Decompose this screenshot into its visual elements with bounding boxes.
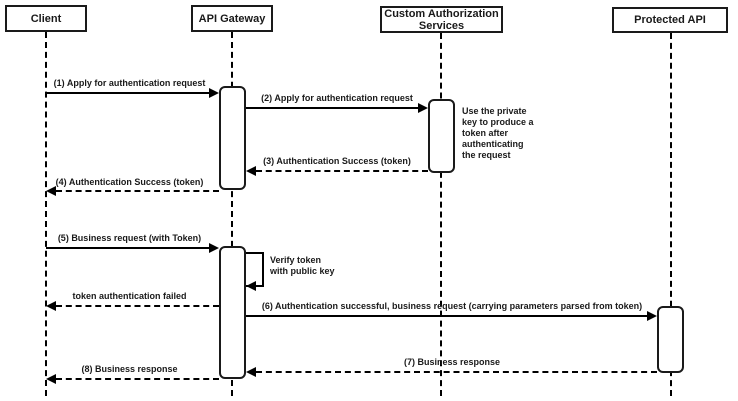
arrowhead-left-icon [46,374,56,384]
lifeline-api-gateway [231,32,233,396]
activation-api-gateway-auth [219,86,246,190]
message-line-4 [56,190,219,192]
activation-api-gateway-business [219,246,246,379]
message-line-6 [246,315,647,317]
lifeline-client [45,32,47,396]
arrowhead-left-icon [246,367,256,377]
message-label-1: (1) Apply for authentication request [53,78,206,88]
lifeline-protected-api [670,33,672,396]
actor-box-client: Client [5,5,87,32]
message-label-5: (5) Business request (with Token) [57,233,202,243]
arrowhead-left-icon [46,186,56,196]
message-label-token-failed: token authentication failed [72,291,187,301]
arrowhead-right-icon [209,88,219,98]
message-label-2: (2) Apply for authentication request [261,93,413,103]
actor-label-protected-api: Protected API [634,14,706,26]
arrowhead-right-icon [209,243,219,253]
actor-box-custom-authorization-services: Custom Authorization Services [380,6,503,33]
arrowhead-left-icon [246,281,256,291]
actor-box-api-gateway: API Gateway [191,5,273,32]
note-private-key: Use the private key to produce a token a… [462,106,534,160]
message-label-7: (7) Business response [403,357,501,367]
self-message-label: Verify token with public key [270,255,335,276]
message-label-6: (6) Authentication successful, business … [261,301,643,311]
actor-label-client: Client [30,12,62,25]
arrowhead-left-icon [246,166,256,176]
arrowhead-right-icon [647,311,657,321]
actor-label-custom-authorization-services: Custom Authorization Services [384,7,499,32]
activation-custom-authorization-services [428,99,455,173]
activation-protected-api [657,306,684,373]
actor-label-api-gateway: API Gateway [198,12,266,25]
message-line-5 [46,247,209,249]
message-label-3: (3) Authentication Success (token) [263,156,411,166]
actor-box-protected-api: Protected API [612,7,728,33]
message-line-token-failed [56,305,219,307]
message-label-8: (8) Business response [81,364,178,374]
arrowhead-left-icon [46,301,56,311]
message-line-3 [256,170,428,172]
message-line-7 [256,371,657,373]
message-label-4: (4) Authentication Success (token) [55,177,204,187]
arrowhead-right-icon [418,103,428,113]
message-line-8 [56,378,219,380]
lifeline-custom-authorization-services [440,33,442,396]
message-line-2 [246,107,418,109]
message-line-1 [46,92,209,94]
